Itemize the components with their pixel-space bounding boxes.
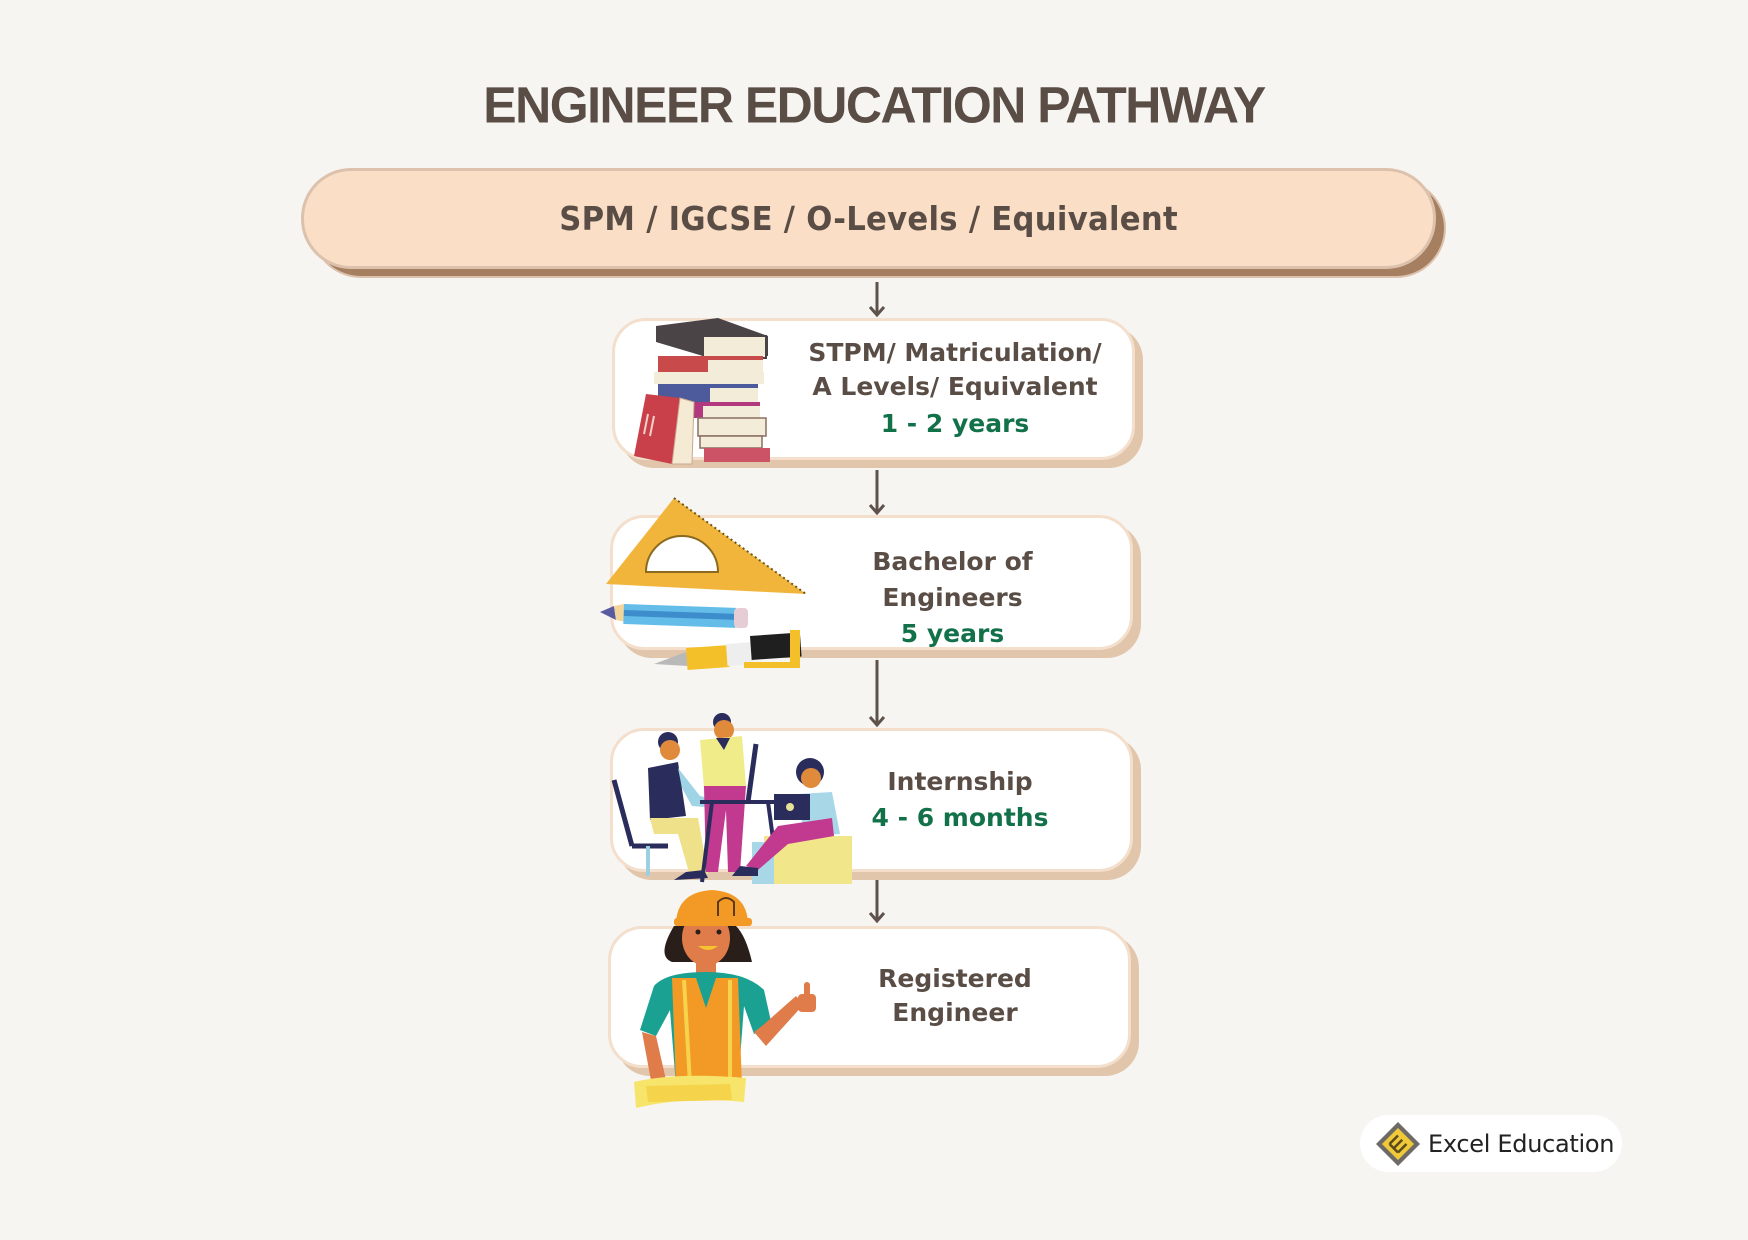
entry-qualification-label: SPM / IGCSE / O-Levels / Equivalent <box>559 199 1178 238</box>
brand-logo: Excel Education <box>1360 1115 1622 1172</box>
step-title-line1: Registered <box>878 964 1032 993</box>
brand-name: Excel Education <box>1428 1129 1615 1158</box>
set-square-pencil-pen-icon <box>600 497 807 670</box>
step-title-line2: A Levels/ Equivalent <box>812 372 1098 401</box>
entry-qualification-box: SPM / IGCSE / O-Levels / Equivalent <box>301 168 1436 269</box>
arrow-down-icon <box>868 880 886 924</box>
step-title-line1: Bachelor of Engineers <box>872 547 1033 612</box>
diamond-e-logo-icon <box>1376 1121 1420 1166</box>
step-title-line1: STPM/ Matriculation/ <box>808 338 1102 367</box>
arrow-down-icon <box>868 282 886 318</box>
step-duration: 5 years <box>900 619 1005 648</box>
page-title: ENGINEER EDUCATION PATHWAY <box>483 76 1266 134</box>
arrow-down-icon <box>868 660 886 728</box>
people-working-at-desk-icon <box>611 713 852 884</box>
step-text: Bachelor of Engineers 5 years <box>800 544 1105 652</box>
stack-of-books-icon <box>634 318 770 465</box>
step-duration: 4 - 6 months <box>871 803 1049 832</box>
step-text: Registered Engineer <box>860 962 1050 1030</box>
step-title-line1: Internship <box>887 767 1033 796</box>
step-text: Internship 4 - 6 months <box>860 764 1060 836</box>
arrow-down-icon <box>868 470 886 516</box>
step-duration: 1 - 2 years <box>880 409 1030 438</box>
step-title-line2: Engineer <box>892 998 1018 1027</box>
step-text: STPM/ Matriculation/ A Levels/ Equivalen… <box>790 336 1120 441</box>
engineer-thumbs-up-icon <box>634 890 816 1108</box>
